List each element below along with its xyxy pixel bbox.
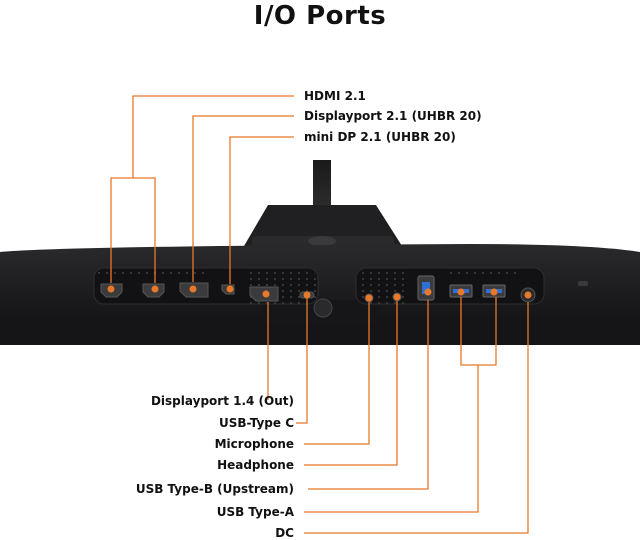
leader-line-dc: [304, 302, 529, 534]
marker-dot: [424, 288, 432, 296]
label-usb-b: USB Type-B (Upstream): [135, 482, 294, 496]
leader-line-displayport-in: [192, 115, 294, 282]
marker-dot: [457, 288, 465, 296]
kensington-slot: [578, 281, 588, 286]
marker-dot: [490, 288, 498, 296]
label-usb-c: USB-Type C: [218, 416, 294, 430]
usb-b-port: [417, 275, 435, 301]
leader-line-usb-a-stem: [304, 365, 479, 513]
label-mini-dp: mini DP 2.1 (UHBR 20): [304, 130, 456, 144]
page-title: I/O Ports: [253, 1, 387, 31]
label-headphone: Headphone: [217, 458, 294, 472]
leader-line-hdmi-branch: [133, 177, 156, 283]
marker-dot: [393, 293, 401, 301]
marker-dot: [107, 285, 115, 293]
marker-dot: [189, 285, 197, 293]
power-button: [313, 298, 333, 318]
label-usb-a: USB Type-A: [216, 505, 294, 519]
label-hdmi: HDMI 2.1: [304, 89, 366, 103]
leader-line-usb-c: [296, 298, 308, 424]
label-displayport-out: Displayport 1.4 (Out): [150, 394, 294, 408]
leader-line-microphone: [304, 302, 370, 445]
marker-dot: [262, 290, 270, 298]
leader-line-mini-dp: [229, 136, 294, 284]
marker-dot: [303, 291, 311, 299]
label-dc: DC: [275, 526, 294, 540]
leader-line-usb-b: [308, 300, 429, 490]
monitor-stand: [244, 160, 402, 248]
label-displayport-in: Displayport 2.1 (UHBR 20): [304, 109, 482, 123]
marker-dot: [524, 291, 532, 299]
marker-dot: [365, 294, 373, 302]
label-microphone: Microphone: [214, 437, 294, 451]
marker-dot: [151, 285, 159, 293]
leader-line-headphone: [304, 301, 398, 466]
marker-dot: [226, 285, 234, 293]
